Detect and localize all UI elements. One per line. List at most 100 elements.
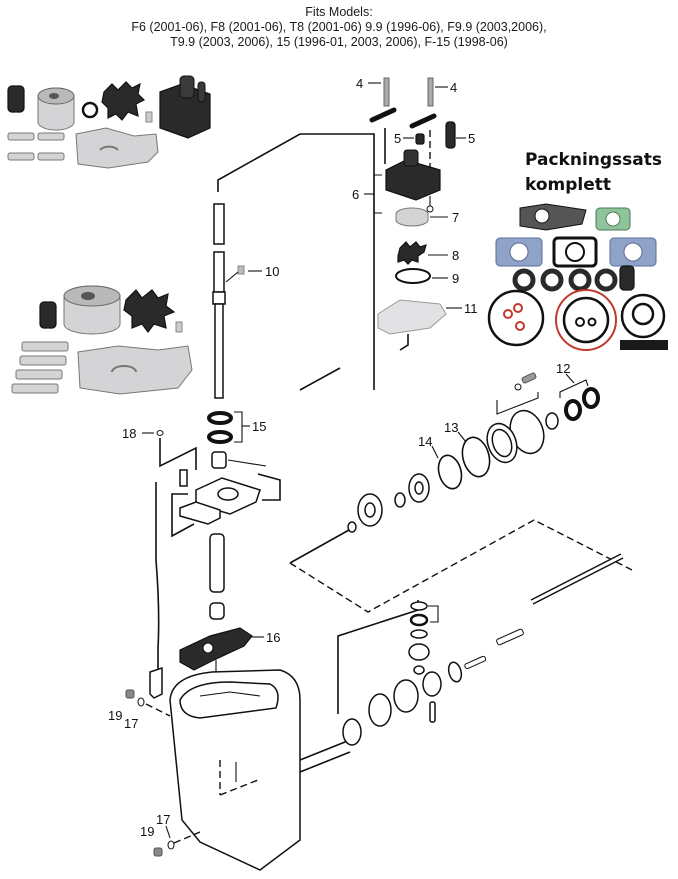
o-ring-small-red [513,303,523,313]
callout-15: 15 [252,419,266,434]
bolt [37,152,65,161]
impeller-8 [397,241,427,265]
gasket-hole [565,242,585,262]
guide-line [159,438,197,470]
drive-shaft-10 [212,203,262,399]
bracket-12 [559,379,589,398]
guide-line [299,367,341,391]
callout-5a: 5 [394,131,401,146]
key-part [145,111,153,123]
callout-16: 16 [266,630,280,645]
oil-seal [594,268,618,292]
pump-insert-hole [49,93,59,99]
seal-15a [207,411,233,425]
gearcase-dash [219,779,259,796]
gasket-black [552,236,598,268]
small-o-ring [426,205,434,213]
key-part [175,321,183,333]
pump-housing-neck [179,75,195,99]
o-ring-small [587,317,597,327]
gearcase-line [299,739,351,761]
callout-8: 8 [452,248,459,263]
guide-line [171,493,195,538]
o-ring-large-red [555,289,617,351]
gasket-kit-title-line-2: komplett [525,175,612,195]
screw [179,469,188,487]
callout-13: 13 [444,420,458,435]
grommet-part [39,301,57,329]
lower-unit-housing [169,669,351,871]
bolt [15,369,63,380]
pump-insert-hole [81,292,95,300]
o-ring-small-red [515,321,525,331]
water-pump-kit-photo-1 [7,75,211,169]
bolt [37,132,65,141]
o-ring-17a [137,697,145,707]
grommet [209,602,225,620]
leader [145,703,171,717]
grommet-5a [415,133,425,145]
bracket [496,392,539,415]
pipe-bracket [179,501,221,525]
cross-pin [429,701,436,723]
leader-12 [565,373,575,384]
reverse-gear [393,679,419,713]
oil-seals [512,265,635,292]
callout-17b: 17 [156,812,170,827]
callout-10: 10 [265,264,279,279]
o-ring-18 [156,430,164,436]
grommet [619,265,635,291]
water-pump-kit-photo-2 [11,285,193,395]
bolt [7,152,35,161]
housing-neck [403,149,419,167]
seal-area [142,411,281,620]
pump-assembly [369,77,456,351]
seal-12b [582,387,600,409]
o-ring-medium [562,296,610,344]
gasket-hole [509,242,529,262]
pinion-gear [408,643,430,661]
guide-line [289,529,350,564]
bolt-4a [383,77,390,107]
o-ring-large [620,293,666,339]
bolts-part [11,341,69,394]
leader-13 [457,431,467,443]
gasket-hole [623,242,643,262]
leader [225,271,239,283]
bushing [211,451,227,469]
bolt [11,383,59,394]
washer [347,521,357,533]
nut [409,613,429,627]
oil-seal [568,268,592,292]
o-ring-small-red [503,309,513,319]
o-ring [342,718,362,746]
gasket-kit-photo [487,203,668,351]
gearcase-top [179,681,279,719]
propeller-shaft-inner [531,554,623,604]
clutch-dog [422,671,442,697]
pinion-nut [413,665,425,675]
washer [410,629,428,639]
shift-rod-end [149,666,163,699]
bolt [21,341,69,352]
o-ring-14 [437,454,463,490]
callout-17a: 17 [124,716,138,731]
o-ring-large [487,289,545,347]
screw-19a [125,689,135,699]
prop-shaft-assembly [289,367,633,746]
bolt-4b [427,77,434,107]
callout-7: 7 [452,210,459,225]
bolt [521,372,537,384]
o-ring-small [575,317,585,327]
forward-gear-bore [364,502,376,518]
bracket-6 [373,174,382,214]
guide-line [257,473,281,501]
bearing-housing-bore [491,428,513,458]
gasket-hole [534,208,550,224]
callout-19a: 19 [108,708,122,723]
gearcase-detail [199,691,261,697]
oil-seal [540,268,564,292]
callout-14: 14 [418,434,432,449]
shaft-lower [214,303,224,399]
clip-b [409,113,437,129]
